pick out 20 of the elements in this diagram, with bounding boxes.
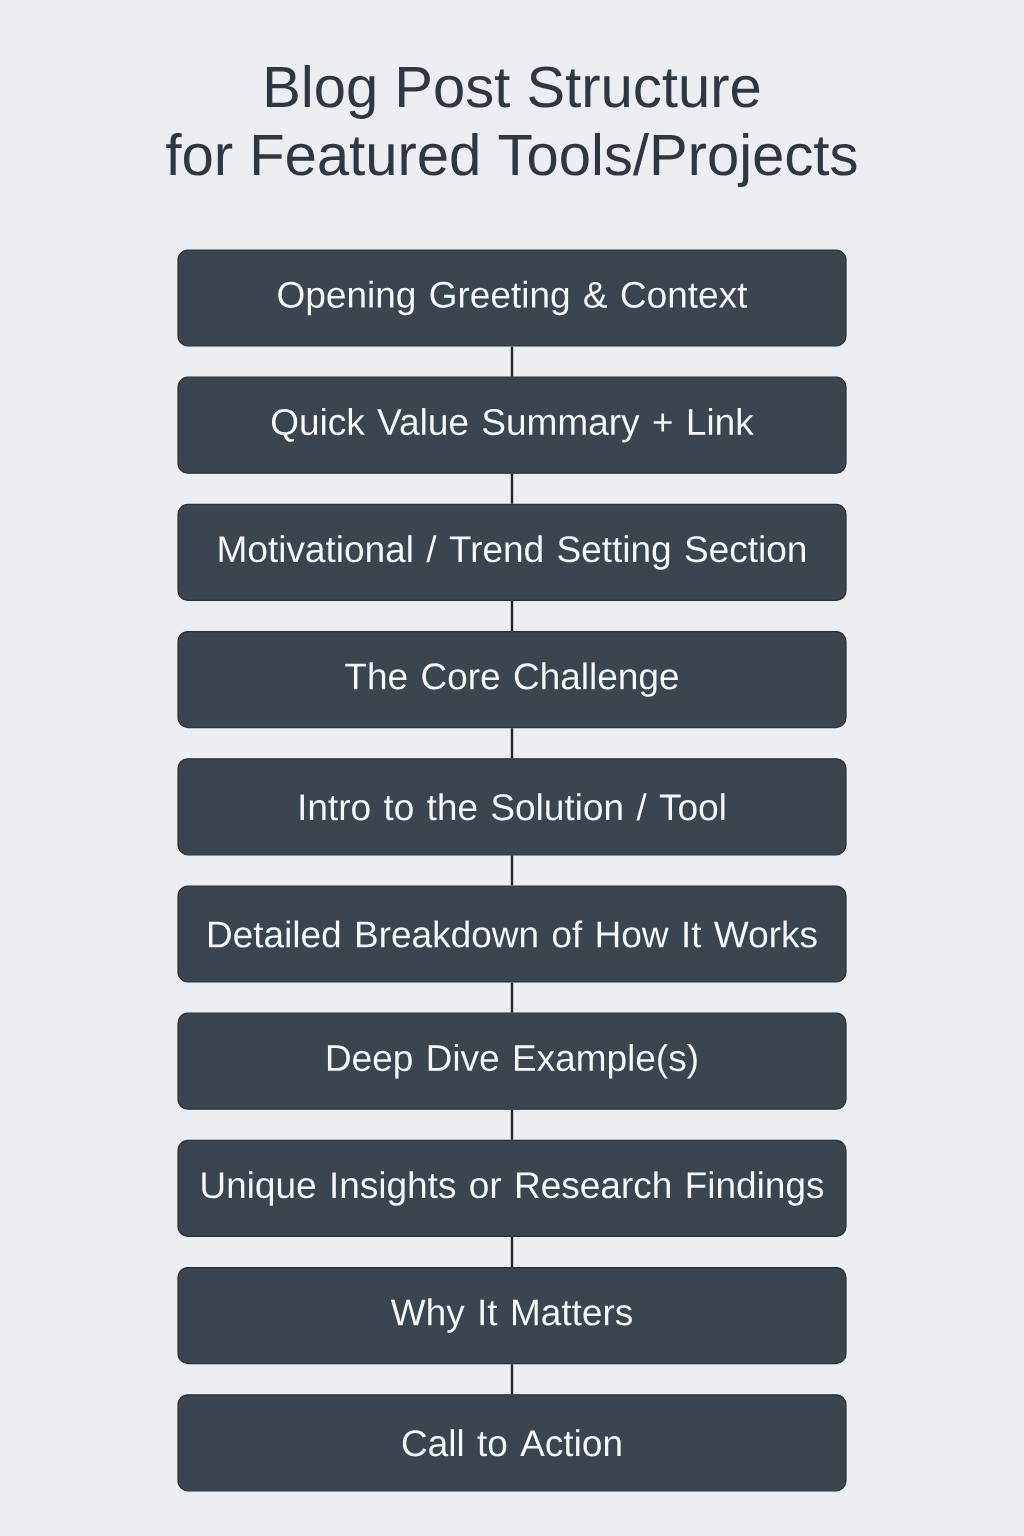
process-box: Why It Matters [177,1267,847,1365]
process-box: Quick Value Summary + Link [177,376,847,474]
process-box: Unique Insights or Research Findings [177,1139,847,1237]
process-box: Call to Action [177,1394,847,1492]
connector-line [510,1364,514,1395]
process-box: Intro to the Solution / Tool [177,758,847,856]
connector-line [510,855,514,886]
process-box: The Core Challenge [177,631,847,729]
connector-line [510,346,514,377]
connector-line [510,473,514,504]
process-box: Detailed Breakdown of How It Works [177,885,847,983]
connector-line [510,1109,514,1140]
connector-line [510,1237,514,1267]
connector-line [510,601,514,631]
connector-line [510,982,514,1013]
process-box: Motivational / Trend Setting Section [177,503,847,601]
title: Blog Post Structure for Featured Tools/Projects [166,64,857,188]
connector-line [510,728,514,759]
process-box: Deep Dive Example(s) [177,1012,847,1110]
process-box: Opening Greeting & Context [177,249,847,347]
